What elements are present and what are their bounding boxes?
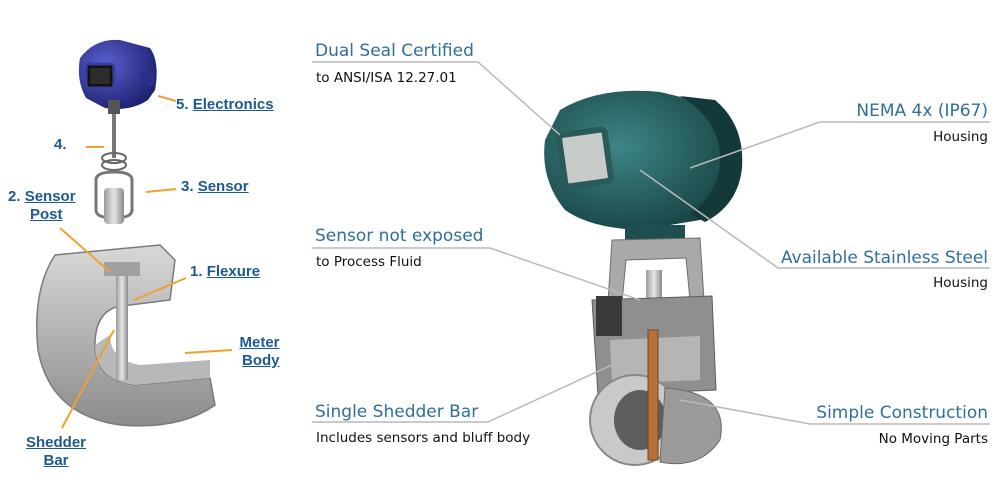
meter-body-text-1: Meter [239, 334, 280, 351]
meter-body-text-2: Body [242, 352, 280, 369]
shedder-bar-subtitle: Includes sensors and bluff body [316, 430, 531, 446]
dual-seal-subtitle: to ANSI/ISA 12.27.01 [316, 70, 457, 86]
dual-seal-title: Dual Seal Certified [315, 41, 474, 61]
shedder-bar-text-2: Bar [43, 452, 69, 469]
flexure-text: Flexure [206, 263, 261, 280]
flexure-label: 1. Flexure [190, 263, 260, 281]
housing-image [544, 90, 743, 243]
sensor-exposed-subtitle: to Process Fluid [316, 254, 422, 270]
display-window [556, 126, 614, 190]
shedder-bar-text-1: Shedder [26, 434, 87, 451]
sensor-post-number: 2. [8, 188, 21, 205]
body-image [589, 295, 722, 466]
part4-label: 4. [54, 136, 67, 154]
electronics-text: Electronics [192, 96, 274, 113]
coil-image [101, 152, 127, 164]
orange-arrows [59, 95, 233, 429]
electronics-number: 5. [176, 96, 189, 113]
stainless-subtitle: Housing [933, 275, 988, 291]
electronics-housing-image [78, 39, 157, 114]
sensor-text: Sensor [197, 178, 249, 195]
sensor-post-label: 2. Sensor Post [8, 188, 76, 224]
simple-construction-title: Simple Construction [816, 403, 988, 423]
part4-number: 4. [54, 136, 67, 153]
sensor-number: 3. [181, 178, 194, 195]
meter-body-image [36, 244, 216, 427]
electronics-label: 5. Electronics [176, 96, 274, 114]
nema-title: NEMA 4x (IP67) [856, 101, 988, 121]
shedder-bar-label: Shedder Bar [26, 434, 86, 470]
nema-subtitle: Housing [933, 129, 988, 145]
sensor-post-text-2: Post [30, 206, 63, 223]
sensor-image [94, 170, 134, 224]
shedder-bar-title: Single Shedder Bar [315, 402, 479, 422]
sensor-label: 3. Sensor [181, 178, 249, 196]
simple-construction-subtitle: No Moving Parts [878, 431, 988, 447]
exploded-view [36, 39, 233, 429]
stainless-title: Available Stainless Steel [780, 248, 988, 268]
sensor-post-text-1: Sensor [24, 188, 76, 205]
meter-body-label: Meter Body [238, 334, 280, 370]
sensor-exposed-title: Sensor not exposed [315, 226, 484, 246]
leader-lines [312, 61, 990, 425]
flexure-number: 1. [190, 263, 203, 280]
cutaway-meter [544, 90, 743, 466]
